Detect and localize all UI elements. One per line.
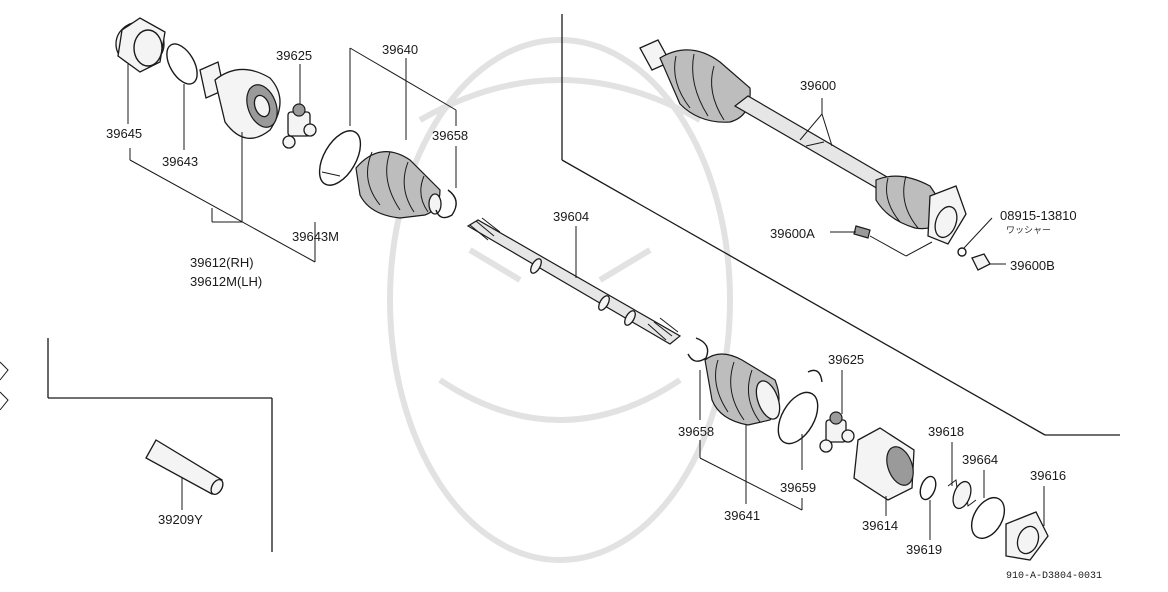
boot-39640 [355,151,442,219]
shaft-assembly-39600 [639,39,991,271]
edge-mark [0,361,9,411]
band-39659 [777,391,819,445]
leaders-top-left [127,47,457,263]
spider-39625-bot [819,411,855,453]
clip-39658-top [435,189,457,219]
label-39604: 39604 [553,209,589,224]
label-39640: 39640 [382,42,418,57]
label-39600B: 39600B [1010,258,1055,273]
label-39643: 39643 [162,154,198,169]
housing-39614 [853,427,915,501]
flange-39616 [1005,511,1049,561]
label-39659: 39659 [780,480,816,495]
ring-39619 [919,475,937,501]
spring-39618 [947,479,977,510]
label-39600A: 39600A [770,226,815,241]
label-39612M: 39612M(LH) [190,274,262,289]
label-39619: 39619 [906,542,942,557]
inset-39209Y [145,439,224,510]
inner-joint-group [687,337,1049,561]
label-39616: 39616 [1030,468,1066,483]
shaft-39604 [466,217,682,345]
leaders-bottom [699,370,1045,540]
part-labels: 39645 39643 39625 39640 39658 39643M 396… [106,42,1102,582]
outer-joint-group [115,17,457,219]
label-39645: 39645 [106,126,142,141]
label-39664: 39664 [962,452,998,467]
clip-39659-small [807,369,823,383]
label-08915-13810: 08915-13810 [1000,208,1077,223]
label-39600: 39600 [800,78,836,93]
frame-lines [47,14,1120,552]
leaders-top-right [799,98,1006,265]
boot-39641 [704,353,781,426]
label-39641: 39641 [724,508,760,523]
outer-joint-39612 [199,61,281,139]
ring-39643 [166,43,198,85]
ring-39643M [318,130,362,186]
band-cap-39645 [115,17,166,73]
label-39614: 39614 [862,518,898,533]
label-39625-top: 39625 [276,48,312,63]
label-39618: 39618 [928,424,964,439]
spider-39625-top [282,103,317,149]
watermark-emblem [387,37,733,563]
label-39658-top: 39658 [432,128,468,143]
gasket-39664 [970,497,1006,539]
label-39658-bot: 39658 [678,424,714,439]
label-39625-bot: 39625 [828,352,864,367]
label-39612: 39612(RH) [190,255,254,270]
reference-code: 910-A-D3804-0031 [1006,571,1102,582]
label-39643M: 39643M [292,229,339,244]
label-washer: ワッシャー [1006,225,1051,235]
clip-39658-bot [687,337,709,362]
label-39209Y: 39209Y [158,512,203,527]
